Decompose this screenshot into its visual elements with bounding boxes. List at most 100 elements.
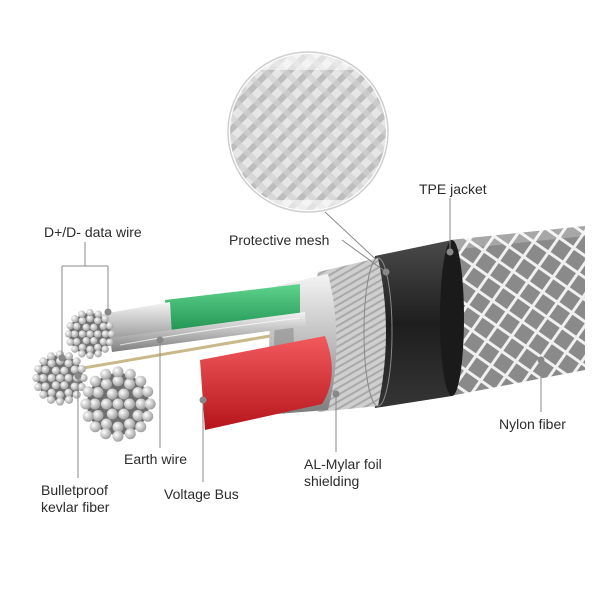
strand: [70, 365, 79, 374]
mesh-zoom-bubble: [227, 51, 389, 269]
strand: [94, 343, 102, 351]
strand: [90, 337, 98, 345]
strand: [72, 390, 81, 399]
strand: [82, 323, 90, 331]
strand: [55, 390, 65, 399]
strand: [64, 359, 73, 368]
strand: [144, 398, 156, 410]
strand: [39, 357, 48, 366]
strand: [86, 351, 94, 360]
strand: [65, 395, 74, 404]
strand: [112, 398, 124, 410]
strand: [60, 366, 69, 375]
strand: [100, 418, 112, 430]
strand: [94, 330, 102, 338]
strand: [39, 390, 48, 399]
strand: [92, 386, 104, 398]
label-nylon-fiber: Nylon fiber: [499, 416, 566, 432]
strand: [72, 357, 81, 366]
strand: [124, 398, 136, 410]
strand: [135, 398, 147, 410]
strand: [118, 388, 130, 400]
strand: [34, 383, 43, 392]
strand: [106, 408, 118, 420]
strand: [78, 317, 86, 325]
strand: [73, 322, 81, 330]
strand: [135, 375, 147, 387]
strand: [106, 388, 118, 400]
strand: [100, 378, 112, 390]
strand: [79, 373, 88, 383]
strand: [70, 382, 79, 391]
strand: [78, 310, 86, 318]
strand: [124, 418, 136, 430]
strand: [77, 364, 86, 373]
strand: [82, 386, 94, 398]
strand: [64, 330, 73, 338]
strand: [99, 338, 107, 346]
kevlar-strand: [59, 334, 271, 374]
strand: [124, 428, 136, 440]
strand: [51, 366, 60, 375]
strand: [142, 410, 154, 422]
strand: [34, 364, 43, 373]
strand: [66, 338, 74, 346]
strand: [99, 322, 107, 330]
strand: [100, 398, 112, 410]
label-mylar: AL-Mylar foil shielding: [304, 456, 382, 489]
voltage-bus-end: [80, 366, 156, 442]
strand: [55, 373, 65, 383]
strand: [106, 322, 114, 330]
strand: [101, 345, 109, 353]
data-wire-end-top: [64, 308, 116, 360]
strand: [135, 421, 147, 433]
strand: [78, 350, 86, 358]
label-tpe-jacket: TPE jacket: [419, 181, 487, 197]
strand: [112, 375, 124, 387]
nylon-sheath: [450, 226, 585, 396]
strand: [41, 365, 50, 374]
strand: [82, 337, 90, 345]
strand: [100, 368, 112, 380]
strand: [86, 330, 94, 338]
strand: [107, 330, 116, 338]
strand: [124, 378, 136, 390]
red-wire: [200, 336, 332, 430]
label-kevlar: Bulletproof kevlar fiber: [41, 482, 110, 515]
strand: [100, 428, 112, 440]
strand: [112, 366, 124, 378]
strand: [71, 345, 79, 353]
strand: [64, 373, 73, 383]
label-earth-wire: Earth wire: [124, 451, 188, 467]
strand: [89, 421, 101, 433]
strand: [142, 386, 154, 398]
strand: [65, 352, 74, 361]
strand: [41, 382, 50, 391]
strand: [124, 368, 136, 380]
data-wire-end-left: [32, 350, 88, 406]
strand: [89, 398, 101, 410]
strand: [78, 330, 86, 338]
strand: [101, 315, 109, 323]
strand: [82, 410, 94, 422]
strand: [132, 410, 144, 422]
strand: [112, 430, 124, 442]
strand: [80, 398, 92, 410]
strand: [39, 373, 48, 383]
strand: [55, 397, 65, 406]
strand: [47, 388, 56, 397]
strand: [94, 350, 102, 358]
strand: [92, 410, 104, 422]
strand: [71, 315, 79, 323]
strand: [55, 350, 65, 359]
strand: [112, 421, 124, 433]
strand: [47, 373, 56, 383]
strand: [106, 338, 114, 346]
strand: [60, 381, 69, 390]
strand: [90, 323, 98, 331]
strand: [47, 359, 56, 368]
strand: [94, 310, 102, 318]
strand: [66, 322, 74, 330]
